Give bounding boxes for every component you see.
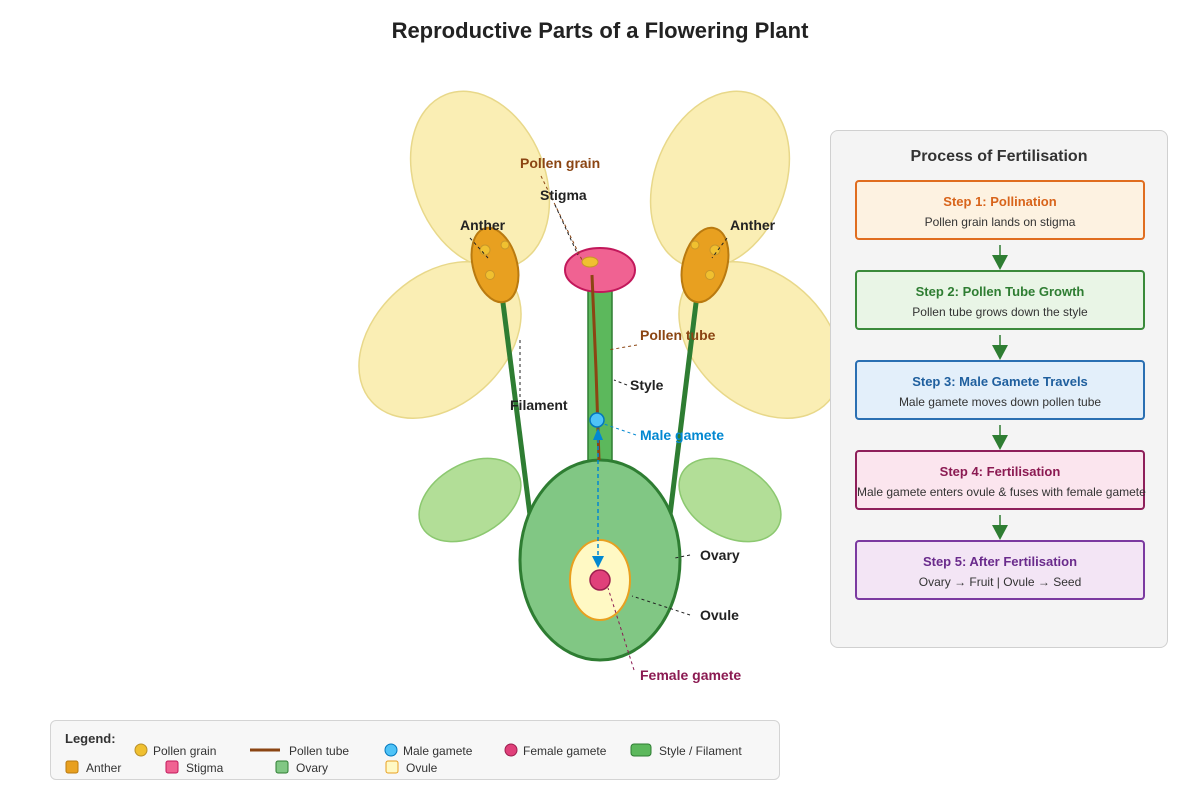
fertilisation-process-panel: Process of Fertilisation Step 1: Pollina… [830,130,1168,648]
pollen-grain-on-stigma [581,256,599,268]
legend-title: Legend: [65,731,116,746]
pollen-grain-swatch-icon [134,743,148,757]
female-gamete-swatch-icon [504,743,518,757]
legend-label: Male gamete [403,744,473,758]
step-description: Pollen tube grows down the style [912,305,1088,319]
style [587,279,613,471]
label-female-gamete: Female gamete [640,667,741,683]
pollen-grain [705,270,715,280]
pollen-grain [690,240,700,250]
label-ovule: Ovule [700,607,739,623]
sepal-left [418,457,522,543]
pollen-tube-swatch-icon [250,748,280,752]
step-description: Male gamete enters ovule & fuses with fe… [857,485,1146,499]
label-filament: Filament [510,397,568,413]
step-2-box: Step 2: Pollen Tube Growth Pollen tube g… [855,270,1145,330]
ovary-swatch-icon [275,760,289,774]
leader-anther-left [469,237,489,259]
step-title: Step 1: Pollination [943,194,1057,209]
label-male-gamete: Male gamete [640,427,724,443]
down-arrow-icon [992,335,1008,360]
label-anther-right: Anther [730,217,776,233]
label-ovary: Ovary [700,547,740,563]
step-4-box: Step 4: Fertilisation Male gamete enters… [855,450,1146,510]
legend: Legend: Pollen grain Pollen tube Male ga… [50,720,780,780]
legend-label: Female gamete [523,744,607,758]
step-title: Step 2: Pollen Tube Growth [915,284,1085,299]
step-description: Pollen grain lands on stigma [924,215,1076,229]
label-stigma: Stigma [540,187,587,203]
female-gamete [589,569,611,591]
label-anther-left: Anther [460,217,506,233]
legend-label: Anther [86,761,122,775]
legend-label: Stigma [186,761,224,775]
legend-label: Ovary [296,761,329,775]
down-arrow-icon [992,245,1008,270]
step-3-box: Step 3: Male Gamete Travels Male gamete … [855,360,1145,420]
legend-label: Pollen grain [153,744,217,758]
panel-title: Process of Fertilisation [910,148,1088,165]
step-5-box: Step 5: After Fertilisation Ovary → Frui… [855,540,1145,600]
legend-label: Pollen tube [289,744,350,758]
leader-anther-right [711,237,728,259]
anther-swatch-icon [65,760,79,774]
leader-pollen-tube [607,344,638,351]
step-1-box: Step 1: Pollination Pollen grain lands o… [855,180,1145,240]
male-gamete [589,412,605,428]
step-title: Step 5: After Fertilisation [922,554,1078,569]
filament-right [667,294,700,516]
ovule-swatch-icon [385,760,399,774]
sepal-right [678,457,782,543]
step-description: Male gamete moves down pollen tube [898,395,1102,409]
leader-ovule [631,595,691,616]
legend-label: Style / Filament [659,744,742,758]
leader-ovary [674,554,691,559]
step-description: Ovary → Fruit | Ovule → Seed [918,575,1082,589]
style-filament-swatch-icon [630,743,652,757]
male-gamete-path-arrowhead-up [593,428,603,440]
leader-style [613,379,628,386]
label-pollen-grain: Pollen grain [520,155,600,171]
pollen-grain [479,244,491,256]
leader-female-gamete [607,587,635,671]
male-gamete-swatch-icon [384,743,398,757]
stigma-swatch-icon [165,760,179,774]
male-gamete-path-arrowhead [592,556,604,568]
stigma [564,247,636,293]
down-arrow-icon [992,515,1008,540]
label-style: Style [630,377,664,393]
down-arrow-icon [992,425,1008,450]
step-title: Step 3: Male Gamete Travels [912,374,1088,389]
pollen-grain [709,244,721,256]
pollen-grain [485,270,495,280]
page-title: Reproductive Parts of a Flowering Plant [391,18,809,43]
filament-left [499,294,533,516]
step-title: Step 4: Fertilisation [939,464,1061,479]
pollen-grain [500,240,510,250]
label-pollen-tube: Pollen tube [640,327,716,343]
leader-stigma [554,204,579,256]
legend-label: Ovule [406,761,438,775]
